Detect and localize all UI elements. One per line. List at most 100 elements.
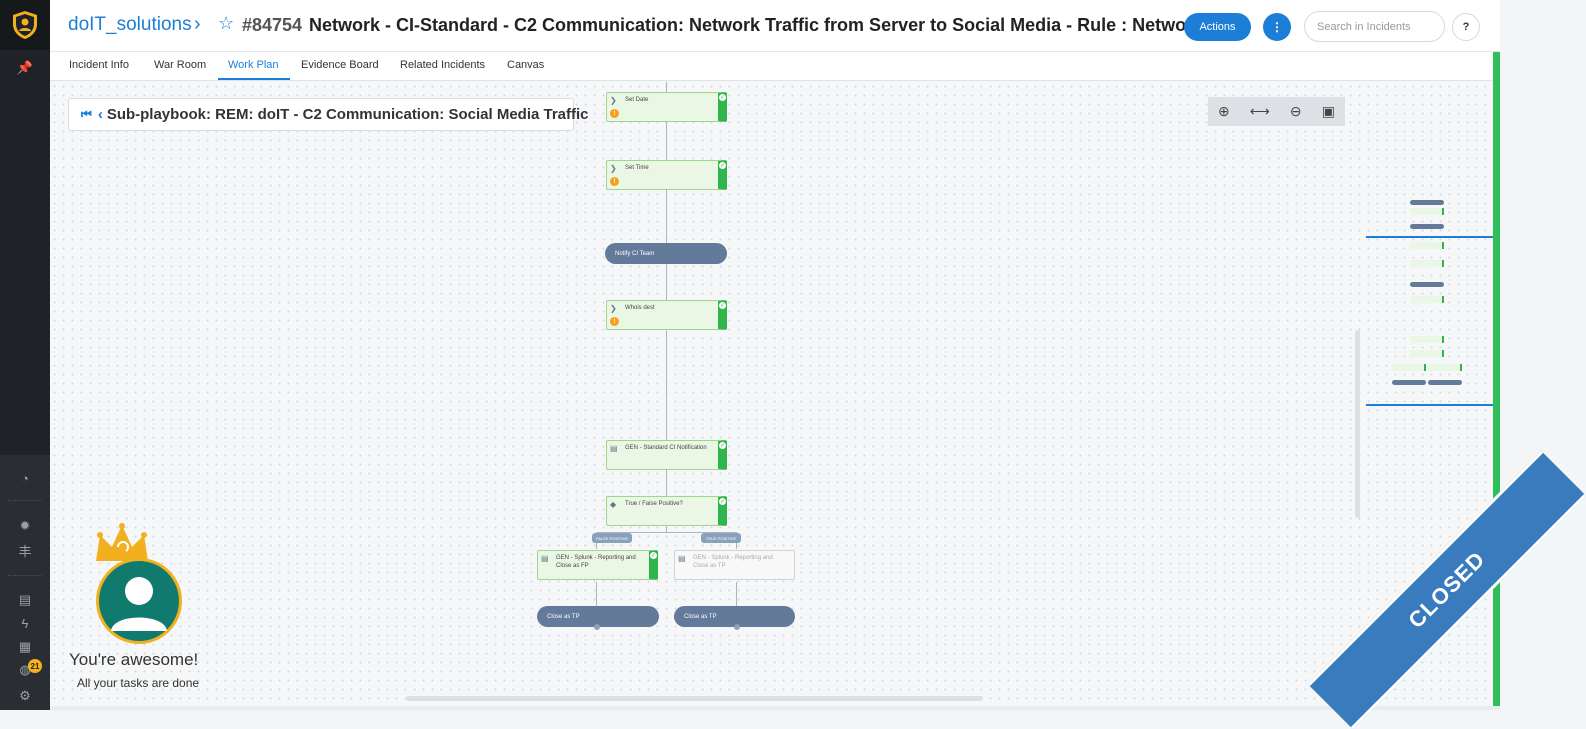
minimap-viewport-top — [1366, 236, 1493, 238]
task-label: Whois dest — [625, 305, 655, 311]
shield-logo-icon — [13, 11, 37, 39]
dashboard-icon[interactable]: ◔ — [21, 470, 29, 486]
marketplace-icon[interactable]: ▦ — [18, 639, 32, 654]
section-header-notify[interactable]: Notify CI Team — [605, 243, 727, 264]
tab-war-room[interactable]: War Room — [154, 59, 207, 71]
notification-badge: 21 — [28, 659, 42, 673]
pin-icon[interactable]: 📌 — [16, 60, 34, 75]
minimap-node — [1410, 208, 1444, 215]
playbook-icon: ▤ — [541, 554, 549, 563]
task-true-false-positive[interactable]: ◆ True / False Positive? ✓ — [606, 496, 727, 526]
task-label: Set Time — [625, 165, 649, 171]
zoom-in-icon[interactable]: ⊕ — [1218, 103, 1230, 119]
minimap-node — [1410, 224, 1444, 229]
connector — [666, 122, 667, 160]
minimap-node — [1410, 350, 1444, 357]
close-as-tp-right[interactable]: Close as TP — [674, 606, 795, 627]
brand-link[interactable]: doIT_solutions — [68, 14, 192, 35]
playbook-icon: ▤ — [610, 444, 618, 453]
app-logo[interactable] — [0, 0, 50, 50]
tab-related-incidents[interactable]: Related Incidents — [400, 59, 485, 71]
task-set-date[interactable]: ❯ Set Date ! ✓ — [606, 92, 727, 122]
connector — [736, 582, 737, 606]
minimap-node — [1410, 200, 1444, 205]
playbook-icon: ▤ — [678, 554, 686, 563]
incident-header: doIT_solutions › ☆ #84754 Network - CI-S… — [50, 0, 1500, 52]
task-whois[interactable]: ❯ Whois dest ! ✓ — [606, 300, 727, 330]
incident-title: Network - CI-Standard - C2 Communication… — [309, 15, 1202, 35]
tab-work-plan[interactable]: Work Plan — [228, 59, 279, 71]
celebration-subtitle: All your tasks are done — [77, 676, 200, 690]
connector — [666, 190, 667, 243]
minimap-node — [1392, 380, 1426, 385]
chevron-right-icon: ❯ — [610, 96, 617, 105]
user-icon — [111, 577, 167, 631]
integrations-icon[interactable]: ◍ — [19, 662, 31, 677]
tab-canvas[interactable]: Canvas — [507, 59, 545, 71]
image-export-icon[interactable]: ▣ — [1321, 103, 1335, 119]
chevron-right-icon: › — [194, 13, 201, 35]
star-icon[interactable]: ☆ — [218, 13, 235, 33]
closed-ribbon-band: CLOSED — [1307, 450, 1586, 729]
connector — [596, 532, 736, 533]
task-set-time[interactable]: ❯ Set Time ! ✓ — [606, 160, 727, 190]
crown-icon — [96, 523, 148, 561]
chevron-right-icon: ❯ — [610, 164, 617, 173]
minimap-node — [1410, 296, 1444, 303]
nav-divider — [8, 575, 42, 576]
connector — [666, 82, 667, 92]
automation-icon[interactable]: ϟ — [21, 615, 29, 631]
minimap-viewport-bottom — [1366, 404, 1493, 406]
end-connector — [594, 624, 600, 630]
search-input[interactable] — [1304, 11, 1445, 42]
actions-button[interactable]: Actions — [1184, 13, 1251, 41]
task-gen-standard-notification[interactable]: ▤ GEN - Standard CI Notification ✓ — [606, 440, 727, 470]
zoom-out-icon[interactable]: ⊖ — [1289, 103, 1302, 119]
nav-divider — [8, 500, 42, 501]
connector — [666, 524, 667, 532]
check-icon: ✓ — [719, 498, 726, 505]
warning-icon: ! — [610, 109, 619, 118]
minimap-node — [1410, 282, 1444, 287]
chevron-right-icon: ❯ — [610, 304, 617, 313]
connector — [596, 582, 597, 606]
close-as-tp-left[interactable]: Close as TP — [537, 606, 659, 627]
warning-icon: ! — [610, 177, 619, 186]
end-connector — [734, 624, 740, 630]
fit-width-icon[interactable]: ⟷ — [1249, 103, 1270, 119]
branch-label-true-positive: TRUE POSITIVE — [701, 533, 741, 543]
incidents-icon[interactable]: ✹ — [19, 518, 31, 533]
playbooks-icon[interactable]: ▤ — [18, 592, 32, 607]
back-chevron-icon[interactable]: ‹ — [97, 106, 103, 123]
task-label: True / False Positive? — [625, 501, 683, 507]
task-label: GEN - Standard CI Notification — [625, 445, 707, 451]
jobs-icon[interactable]: 丰 — [18, 543, 32, 559]
more-options-icon[interactable]: ⋮ — [1263, 13, 1291, 41]
settings-icon[interactable]: ⚙ — [19, 688, 31, 703]
closed-status-text: CLOSED — [1403, 546, 1491, 634]
task-gen-close-tp[interactable]: ▤ GEN - Splunk - Reporting and Close as … — [674, 550, 795, 580]
task-gen-close-fp[interactable]: ▤ GEN - Splunk - Reporting and Close as … — [537, 550, 658, 580]
tab-evidence-board[interactable]: Evidence Board — [301, 59, 379, 71]
tab-incident-info[interactable]: Incident Info — [69, 59, 129, 71]
vertical-scrollbar[interactable] — [1355, 330, 1360, 518]
incident-tabs: Incident Info War Room Work Plan Evidenc… — [50, 52, 1500, 81]
workplan-canvas[interactable]: ⏮ ‹ Sub-playbook: REM: doIT - C2 Communi… — [50, 82, 1493, 706]
first-page-icon[interactable]: ⏮ — [81, 107, 92, 121]
check-icon: ✓ — [650, 552, 657, 559]
minimap-node — [1410, 336, 1444, 343]
closed-ribbon: CLOSED — [1270, 450, 1586, 729]
horizontal-scrollbar[interactable] — [406, 696, 983, 701]
minimap[interactable] — [1366, 192, 1493, 412]
minimap-node — [1392, 364, 1426, 371]
minimap-node — [1410, 242, 1444, 249]
active-tab-indicator — [218, 78, 290, 80]
connector — [666, 330, 667, 440]
connector — [666, 264, 667, 300]
check-icon: ✓ — [719, 302, 726, 309]
zoom-toolbar: ⊕ ⟷ ⊖ ▣ — [1208, 97, 1345, 126]
branch-label-false-positive: FALSE POSITIVE — [592, 533, 632, 543]
bottom-bar — [50, 706, 1500, 710]
help-button[interactable]: ? — [1452, 13, 1480, 41]
task-label: Set Date — [625, 97, 649, 103]
